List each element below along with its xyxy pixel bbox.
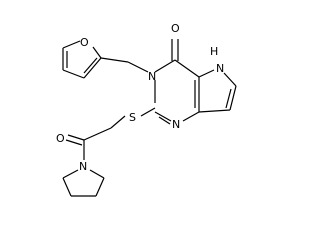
atom-label-n3: N xyxy=(148,70,156,83)
atom-label-carbonyl-oxygen: O xyxy=(171,22,180,35)
bond-s-ch2 xyxy=(110,115,126,129)
bond-c6-c7 xyxy=(229,85,237,111)
bond-camide-o-double xyxy=(65,139,83,146)
atom-label-furan-oxygen: O xyxy=(80,36,89,49)
bond-furan-o-c5 xyxy=(62,40,81,49)
bond-c2-s xyxy=(140,107,156,117)
atom-label-pyrrole-hydrogen: H xyxy=(210,45,218,58)
bond-pyr-c5-n xyxy=(62,169,79,179)
atom-label-pyrrole-nitrogen: N xyxy=(216,62,224,75)
bond-c4a-nh xyxy=(198,69,215,78)
atom-labels: O H N O N S N O N xyxy=(56,22,224,173)
bond-pyr-c2-c3 xyxy=(95,177,105,197)
bond-pyr-n-c2 xyxy=(89,169,105,179)
bond-n3-ch2 xyxy=(127,61,149,73)
molecule-structure-diagram: O H N O N S N O N xyxy=(56,22,237,197)
bond-ch2-furanC2 xyxy=(100,57,129,63)
atom-label-amide-oxygen: O xyxy=(56,132,65,145)
bond-c2-n1-double xyxy=(158,116,171,125)
bond-c2-n1 xyxy=(154,111,172,122)
bond-pyr-c4-c5 xyxy=(62,177,72,197)
bond-c4a-c4 xyxy=(174,59,200,78)
bond-furan-c4-c3 xyxy=(62,69,85,79)
atom-label-pyrrolidine-nitrogen: N xyxy=(79,160,87,173)
bond-furan-c3-c2-double xyxy=(83,57,98,74)
bond-camide-o xyxy=(67,134,85,141)
bond-furan-c3-c2 xyxy=(83,57,102,79)
bond-furan-c2-o xyxy=(92,46,102,59)
atom-label-n1: N xyxy=(172,118,180,131)
bond-ch2-camide xyxy=(83,127,112,141)
atom-label-sulfur: S xyxy=(129,111,136,124)
bonds xyxy=(62,39,237,197)
bond-nh-c6 xyxy=(223,72,237,87)
bond-c4-n3 xyxy=(154,59,176,73)
bond-c7-c7a xyxy=(198,109,231,113)
bond-n1-c7a xyxy=(182,111,200,122)
bond-c6-c7-double xyxy=(225,88,232,109)
